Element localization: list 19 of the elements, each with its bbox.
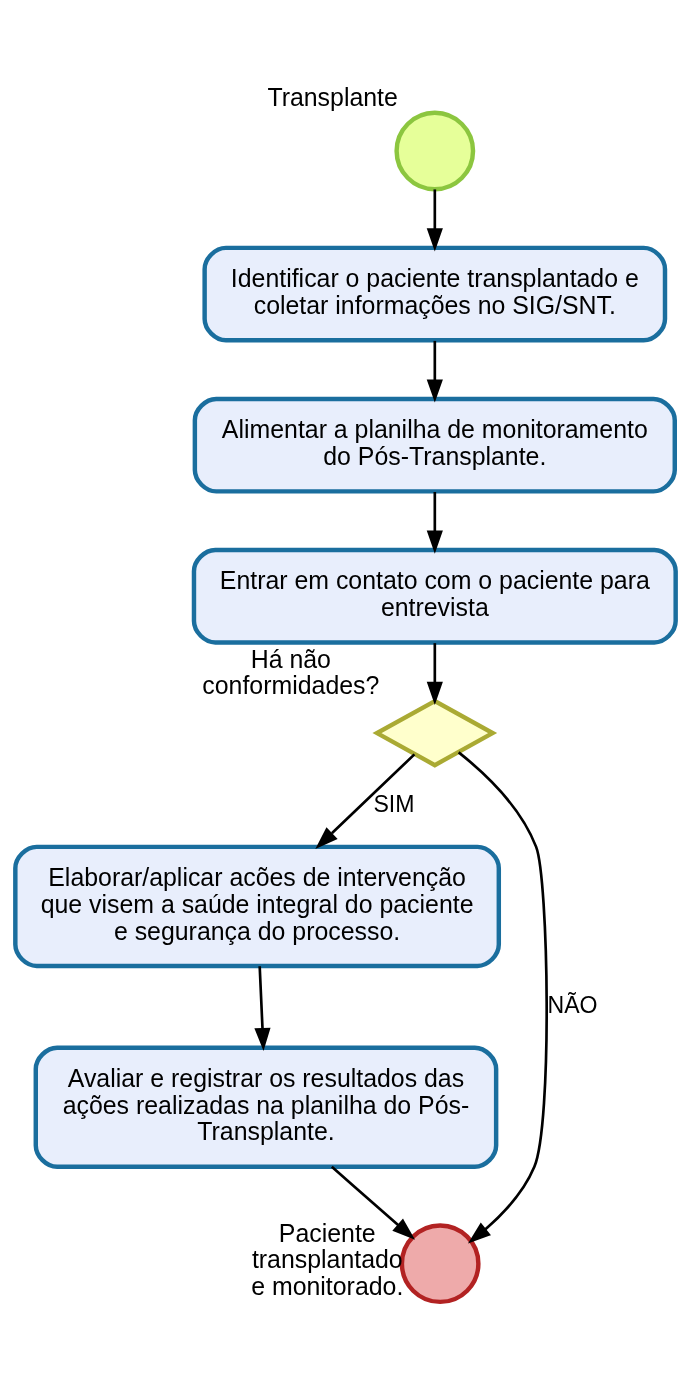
node-box: Alimentar a planilha de monitoramento do Pós-Transplante. xyxy=(192,396,677,494)
node-diamond xyxy=(372,698,498,768)
arrow xyxy=(426,491,443,554)
node-box: Entrar em contato com o paciente para entrevista xyxy=(191,547,678,645)
node-box: Avaliar e registrar os resultados das ações realizadas na planilha do Pós-Transplante. xyxy=(33,1045,499,1169)
edge-label: SIM xyxy=(373,790,415,817)
arrow xyxy=(315,752,416,849)
node-box: Elaborar/aplicar acões de intervenção que visem a saúde integral do paciente e segurança do processo. xyxy=(13,844,502,968)
node-label: Há não conformidades? xyxy=(202,644,380,699)
arrow xyxy=(426,188,443,251)
arrow xyxy=(426,340,443,403)
node-label: Transplante xyxy=(267,82,398,111)
arrow xyxy=(330,1165,416,1240)
edge-label: NÃO xyxy=(547,991,598,1018)
node-box: Identificar o paciente transplantado e coletar informações no SIG/SNT. xyxy=(202,245,668,342)
arrow xyxy=(254,965,271,1051)
arrow xyxy=(457,750,548,1243)
arrow xyxy=(426,642,443,705)
node-circle xyxy=(394,110,476,191)
